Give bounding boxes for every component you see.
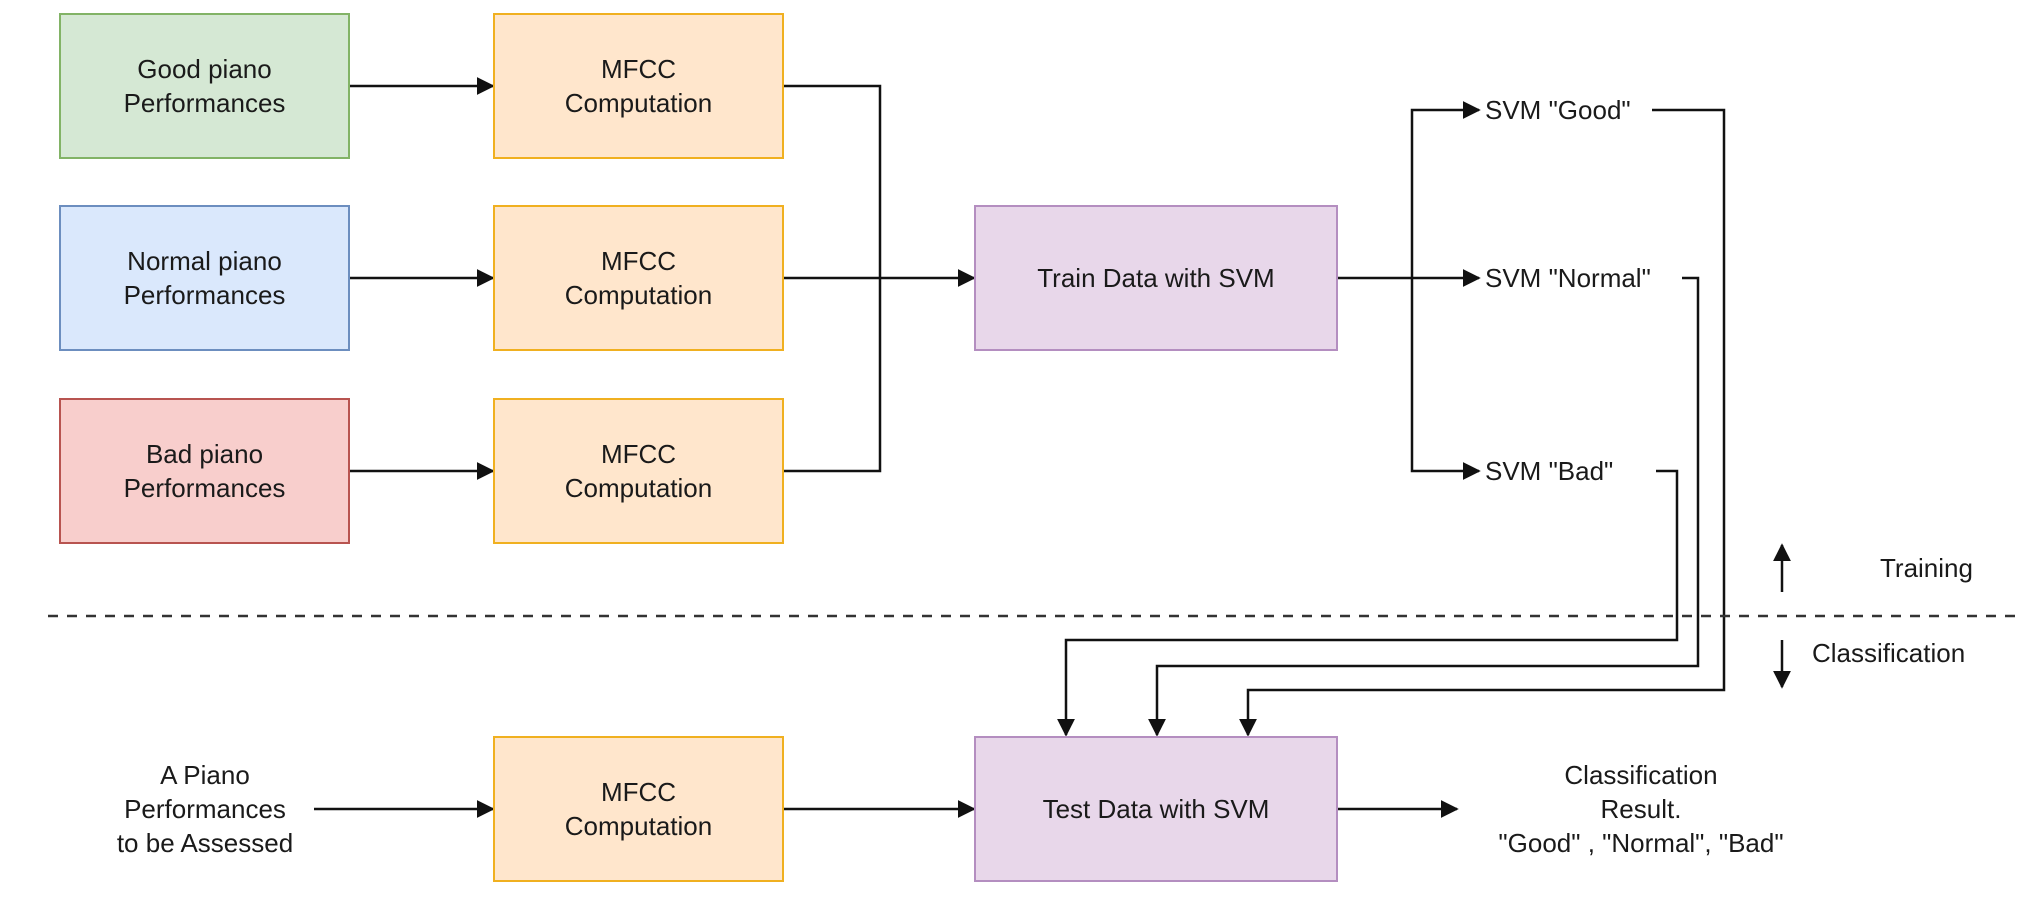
normal-performances-box: Normal piano Performances xyxy=(59,205,350,351)
train-svm-box: Train Data with SVM xyxy=(974,205,1338,351)
mfcc-bad-box: MFCC Computation xyxy=(493,398,784,544)
test-svm-label: Test Data with SVM xyxy=(1042,794,1270,824)
normal-performances-label: Normal piano Performances xyxy=(123,246,286,310)
connector-mfcc-good-merge xyxy=(784,84,882,278)
svm-good-label: SVM "Good" xyxy=(1485,95,1631,125)
classification-result-label: Classification Result. "Good" , "Normal"… xyxy=(1498,760,1784,858)
good-performances-box: Good piano Performances xyxy=(59,13,350,159)
classification-phase-label: Classification xyxy=(1812,638,1966,668)
arrow-svm-normal-to-test xyxy=(1148,276,1700,737)
connector-mfcc-bad-merge xyxy=(784,278,882,473)
test-svm-box: Test Data with SVM xyxy=(974,736,1338,882)
mfcc-good-label: MFCC Computation xyxy=(564,54,713,118)
arrow-train-to-svm-good xyxy=(1410,101,1481,278)
mfcc-assess-label: MFCC Computation xyxy=(564,777,713,841)
bad-performances-box: Bad piano Performances xyxy=(59,398,350,544)
good-performances-label: Good piano Performances xyxy=(123,54,286,118)
svm-normal-label: SVM "Normal" xyxy=(1485,263,1651,293)
training-phase-label: Training xyxy=(1880,553,1973,583)
train-svm-label: Train Data with SVM xyxy=(1037,263,1275,293)
arrow-train-to-svm-bad xyxy=(1410,278,1481,480)
arrow-svm-bad-to-test xyxy=(1057,469,1679,737)
arrow-svm-good-to-test xyxy=(1239,108,1726,737)
mfcc-good-box: MFCC Computation xyxy=(493,13,784,159)
mfcc-normal-label: MFCC Computation xyxy=(564,246,713,310)
bad-performances-label: Bad piano Performances xyxy=(123,439,286,503)
svm-bad-label: SVM "Bad" xyxy=(1485,456,1614,486)
mfcc-assess-box: MFCC Computation xyxy=(493,736,784,882)
mfcc-normal-box: MFCC Computation xyxy=(493,205,784,351)
mfcc-bad-label: MFCC Computation xyxy=(564,439,713,503)
assess-performance-label: A Piano Performances to be Assessed xyxy=(116,760,294,858)
